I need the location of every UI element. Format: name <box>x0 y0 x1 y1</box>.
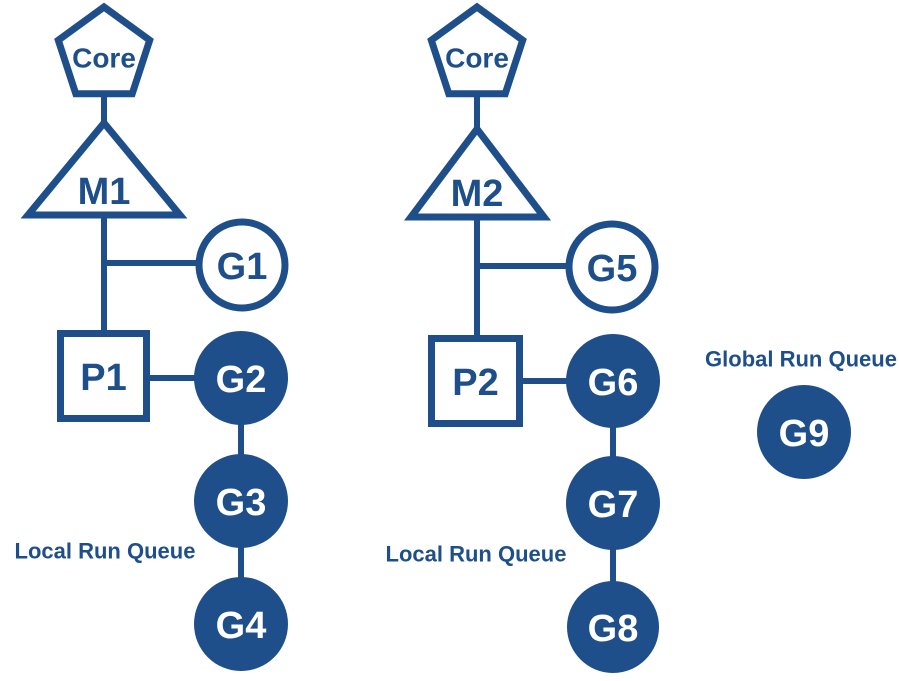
running-goroutine-circle <box>565 220 659 314</box>
machine-1-group: Core M1 G1 P1 G2 G3 G4 Local Run Queue <box>15 2 289 671</box>
core-pentagon <box>54 2 154 98</box>
queued-goroutine-label: G6 <box>588 362 639 404</box>
running-goroutine-label: G1 <box>217 246 268 288</box>
running-goroutine-circle <box>195 218 289 312</box>
machine-2-group: Core M2 G5 P2 G6 G7 G8 Local Run Queue <box>386 2 660 673</box>
queued-goroutine-circle <box>194 577 288 671</box>
core-label: Core <box>445 43 509 74</box>
processor-label: P1 <box>80 357 126 399</box>
local-run-queue-label: Local Run Queue <box>15 539 196 564</box>
processor-square <box>428 335 523 427</box>
queued-goroutine-label: G4 <box>216 605 267 647</box>
thread-triangle <box>20 117 188 219</box>
global-goroutine-circle <box>757 385 851 479</box>
queued-goroutine-circle <box>194 331 288 425</box>
processor-label: P2 <box>452 362 498 404</box>
thread-label: M1 <box>78 171 131 213</box>
queued-goroutine-label: G3 <box>216 482 267 524</box>
global-run-queue-label: Global Run Queue <box>705 347 897 372</box>
queued-goroutine-circle <box>194 454 288 548</box>
queued-goroutine-label: G8 <box>588 608 639 650</box>
queued-goroutine-label: G7 <box>588 484 639 526</box>
thread-label: M2 <box>451 173 504 215</box>
queued-goroutine-label: G2 <box>216 359 267 401</box>
thread-triangle <box>404 123 552 221</box>
running-goroutine-label: G5 <box>587 248 638 290</box>
core-label: Core <box>72 43 136 74</box>
global-goroutine-label: G9 <box>779 413 830 455</box>
processor-square <box>57 330 150 422</box>
queued-goroutine-circle <box>566 334 660 428</box>
global-run-queue-group: Global Run Queue G9 <box>705 347 897 479</box>
core-pentagon <box>427 2 527 98</box>
local-run-queue-label: Local Run Queue <box>386 542 567 567</box>
queued-goroutine-circle <box>566 456 660 550</box>
queued-goroutine-circle <box>567 581 659 673</box>
